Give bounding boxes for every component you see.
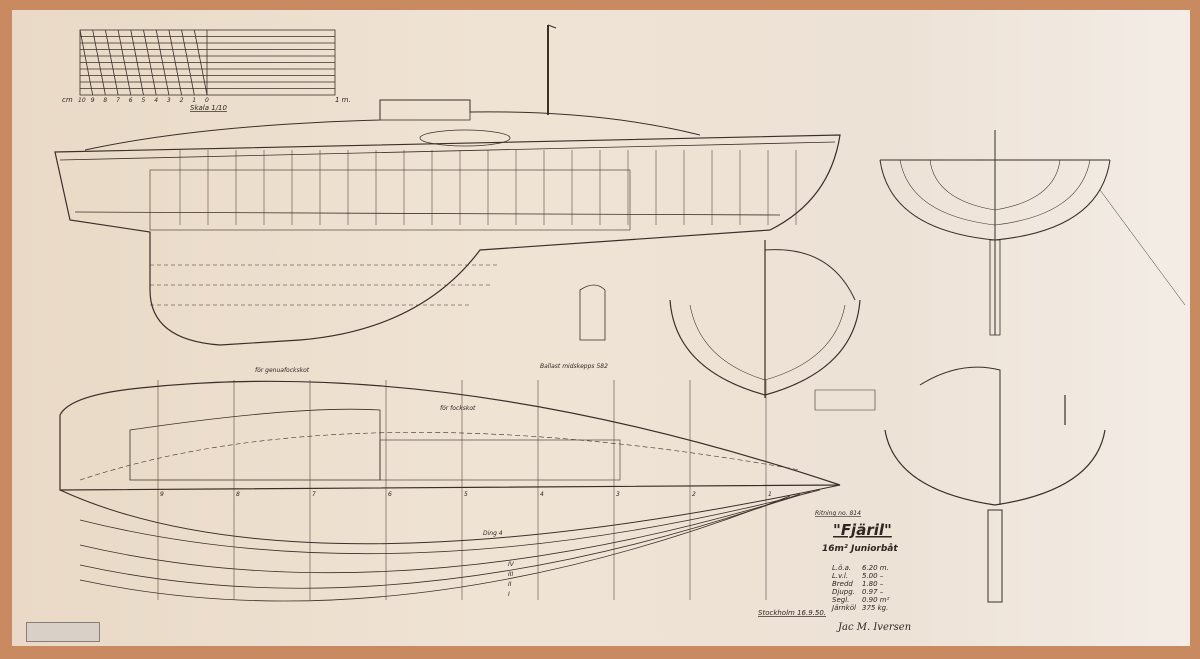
- scale-tick-label: 8: [103, 97, 107, 104]
- signature: Jac M. Iversen: [836, 622, 911, 633]
- spec-label: Segl.: [832, 596, 849, 604]
- scale-unit-right: 1 m.: [335, 96, 351, 104]
- scale-tick-label: 2: [180, 97, 184, 104]
- station-label: 6: [388, 491, 392, 498]
- waterline-label: III: [508, 571, 514, 578]
- station-label: 4: [540, 491, 544, 498]
- spec-label: Djupg.: [832, 588, 855, 596]
- station-label: 7: [312, 491, 316, 498]
- scale-tick-label: 1: [192, 97, 196, 104]
- spec-value: 0.90 m²: [862, 596, 890, 604]
- drawing-number: Ritning no. 814: [815, 510, 861, 517]
- spec-label: Bredd: [832, 580, 853, 588]
- hull-profile: [54, 24, 841, 346]
- station-label: 9: [160, 491, 164, 498]
- station-label: 1: [768, 491, 772, 498]
- waterline-label: I: [508, 591, 510, 598]
- station-label: 2: [692, 491, 696, 498]
- midship-section: [579, 240, 861, 398]
- body-plan: [879, 130, 1186, 336]
- spec-value: 6.20 m.: [862, 564, 889, 572]
- spec-label: L.v.l.: [832, 572, 848, 580]
- waterline-label: IV: [508, 561, 515, 568]
- scale-tick-label: 3: [167, 97, 171, 104]
- waterline-label: II: [508, 581, 512, 588]
- boat-name: "Fjäril": [833, 521, 892, 539]
- spec-value: 375 kg.: [862, 604, 888, 612]
- scale-grid: [79, 29, 336, 96]
- spec-value: 0.97 –: [862, 588, 884, 596]
- spec-label: L.ö.a.: [832, 564, 851, 572]
- scale-label: Skala 1/10: [190, 104, 228, 112]
- scale-tick-label: 4: [154, 97, 158, 104]
- label-ding: Ding 4: [483, 530, 503, 537]
- station-label: 5: [464, 491, 468, 498]
- scale-tick-label: 9: [91, 97, 95, 104]
- scale-tick-label: 5: [142, 97, 146, 104]
- spec-label: Järnköl: [830, 604, 856, 612]
- label-genua: för genuafockskot: [255, 367, 310, 374]
- scale-tick-label: 7: [116, 97, 120, 104]
- scale-tick-label: 10: [78, 97, 86, 104]
- archive-stamp: [26, 622, 100, 642]
- label-ballast: Ballast midskepps 582: [540, 363, 608, 370]
- scale-tick-label: 6: [129, 97, 133, 104]
- hull-plan: [59, 380, 841, 602]
- station-label: 3: [616, 491, 620, 498]
- place-date: Stockholm 16.9.50.: [758, 609, 826, 617]
- scale-tick-label: 0: [205, 97, 209, 104]
- spec-value: 5.00 –: [862, 572, 884, 580]
- scale-unit-left: cm: [62, 96, 73, 104]
- station-label: 8: [236, 491, 240, 498]
- title-block: Ritning no. 814 "Fjäril" 16m² Juniorbåt …: [758, 510, 911, 633]
- paper-sheet: [12, 10, 1190, 646]
- label-fock: för fockskot: [440, 405, 476, 412]
- keel-section: [814, 366, 1106, 603]
- boat-type: 16m² Juniorbåt: [822, 543, 898, 554]
- spec-value: 1.80 –: [862, 580, 884, 588]
